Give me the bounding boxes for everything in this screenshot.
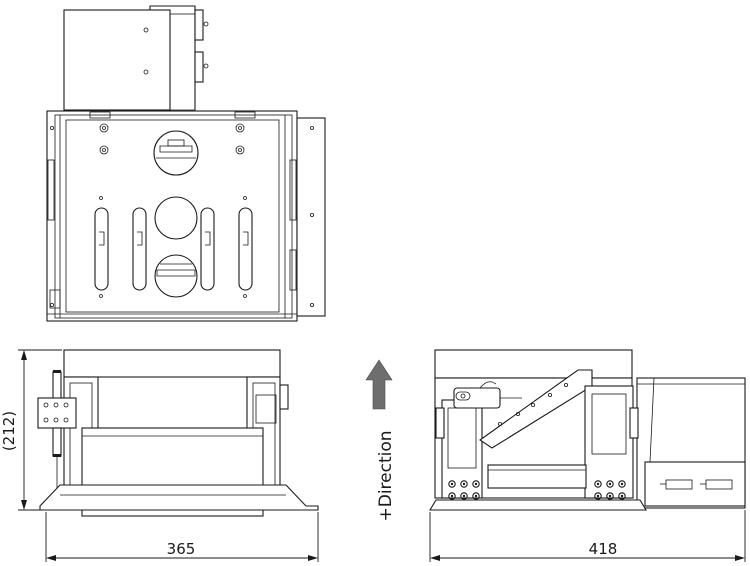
front-view [37, 349, 319, 517]
direction-indicator: +Direction [365, 359, 396, 522]
height-dimension-label: (212) [0, 411, 18, 451]
top-view [46, 5, 326, 322]
bolt-grid-left [448, 480, 480, 500]
side-width-label: 418 [589, 540, 618, 558]
side-view [429, 349, 746, 511]
direction-label: +Direction [376, 430, 396, 521]
direction-arrow-icon [365, 359, 393, 410]
height-dimension: (212) [0, 349, 62, 511]
side-width-dimension: 418 [429, 510, 746, 562]
front-width-label: 365 [167, 540, 196, 558]
front-width-dimension: 365 [45, 512, 319, 562]
bolt-grid-right [594, 480, 626, 500]
